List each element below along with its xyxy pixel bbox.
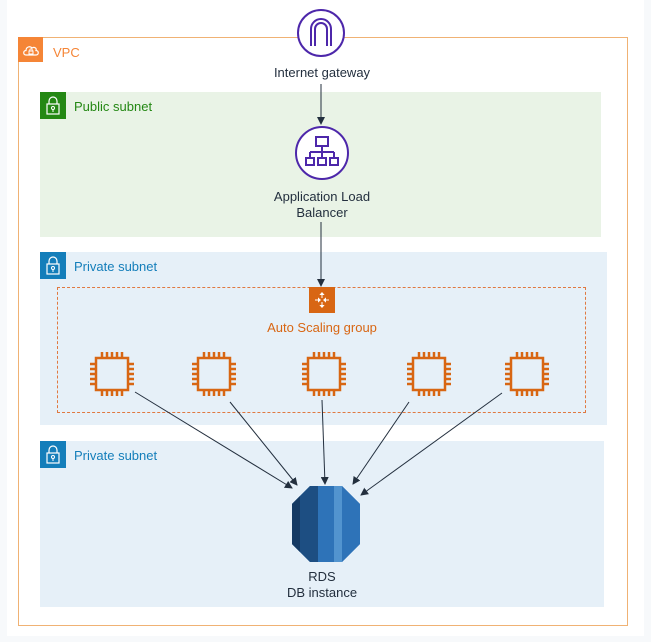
- ec2-instance-icon[interactable]: [503, 350, 551, 403]
- auto-scaling-group-label: Auto Scaling group: [267, 320, 377, 335]
- rds-label: RDS DB instance: [222, 569, 422, 601]
- cloud-lock-icon: [18, 37, 43, 62]
- ec2-instance-icon[interactable]: [405, 350, 453, 403]
- load-balancer-label: Application Load Balancer: [222, 189, 422, 221]
- auto-scaling-icon: [309, 287, 335, 313]
- private-subnet-db-label: Private subnet: [74, 448, 158, 463]
- internet-gateway-icon[interactable]: [296, 8, 346, 63]
- load-balancer-label-line1: Application Load: [273, 189, 371, 204]
- lock-icon: [40, 252, 66, 279]
- rds-label-line2: DB instance: [286, 585, 358, 600]
- ec2-instance-icon[interactable]: [300, 350, 348, 403]
- load-balancer-label-line2: Balancer: [296, 205, 348, 220]
- private-subnet-app-label: Private subnet: [74, 259, 158, 274]
- rds-database-icon[interactable]: [292, 486, 360, 567]
- public-subnet-label: Public subnet: [74, 99, 153, 114]
- lock-icon: [40, 441, 66, 468]
- load-balancer-icon[interactable]: [294, 125, 350, 186]
- lock-icon: [40, 92, 66, 119]
- ec2-instance-icon[interactable]: [88, 350, 136, 403]
- ec2-instance-icon[interactable]: [190, 350, 238, 403]
- internet-gateway-label: Internet gateway: [273, 65, 371, 80]
- vpc-label: VPC: [53, 45, 80, 60]
- rds-label-line1: RDS: [308, 569, 336, 584]
